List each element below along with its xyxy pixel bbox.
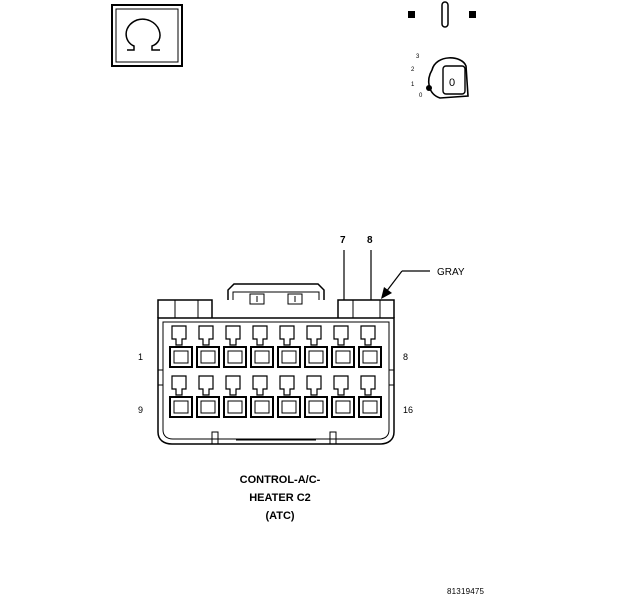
pin-16 xyxy=(358,375,382,418)
pin-5 xyxy=(277,325,301,368)
pin-label-1: 1 xyxy=(138,352,143,362)
pin-14 xyxy=(304,375,328,418)
pin-10 xyxy=(196,375,220,418)
pin-8 xyxy=(358,325,382,368)
ohmmeter-icon xyxy=(111,4,183,67)
pin-4 xyxy=(250,325,274,368)
key-position-2: 2 xyxy=(411,67,415,73)
pin-13 xyxy=(277,375,301,418)
caption-line-2: HEATER C2 xyxy=(249,492,311,504)
color-callout-arrow xyxy=(381,270,430,299)
callout-pin-8: 8 xyxy=(367,235,373,246)
cavities-row-2 xyxy=(169,375,382,418)
figure-reference-number: 81319475 xyxy=(447,587,485,596)
cavities-row-1 xyxy=(169,325,382,368)
pin-12 xyxy=(250,375,274,418)
pin-1 xyxy=(169,325,193,368)
caption-line-3: (ATC) xyxy=(265,510,295,522)
pin-9 xyxy=(169,375,193,418)
key-position-3: 3 xyxy=(416,54,420,60)
pin-label-9: 9 xyxy=(138,405,143,415)
pin-15 xyxy=(331,375,355,418)
ignition-switch-icon: 3 2 1 0 0 xyxy=(411,54,469,99)
pin-label-16: 16 xyxy=(403,405,413,415)
key-position-0: 0 xyxy=(419,93,423,99)
caption-line-1: CONTROL-A/C- xyxy=(239,474,321,486)
color-label: GRAY xyxy=(437,267,465,278)
pin-3 xyxy=(223,325,247,368)
pin-label-8: 8 xyxy=(403,352,408,362)
meter-probes-icon xyxy=(408,1,476,28)
pin-2 xyxy=(196,325,220,368)
pin-6 xyxy=(304,325,328,368)
key-label: 0 xyxy=(449,77,455,89)
key-position-1: 1 xyxy=(411,82,415,88)
pin-7 xyxy=(331,325,355,368)
callout-pin-7: 7 xyxy=(340,235,346,246)
pin-11 xyxy=(223,375,247,418)
